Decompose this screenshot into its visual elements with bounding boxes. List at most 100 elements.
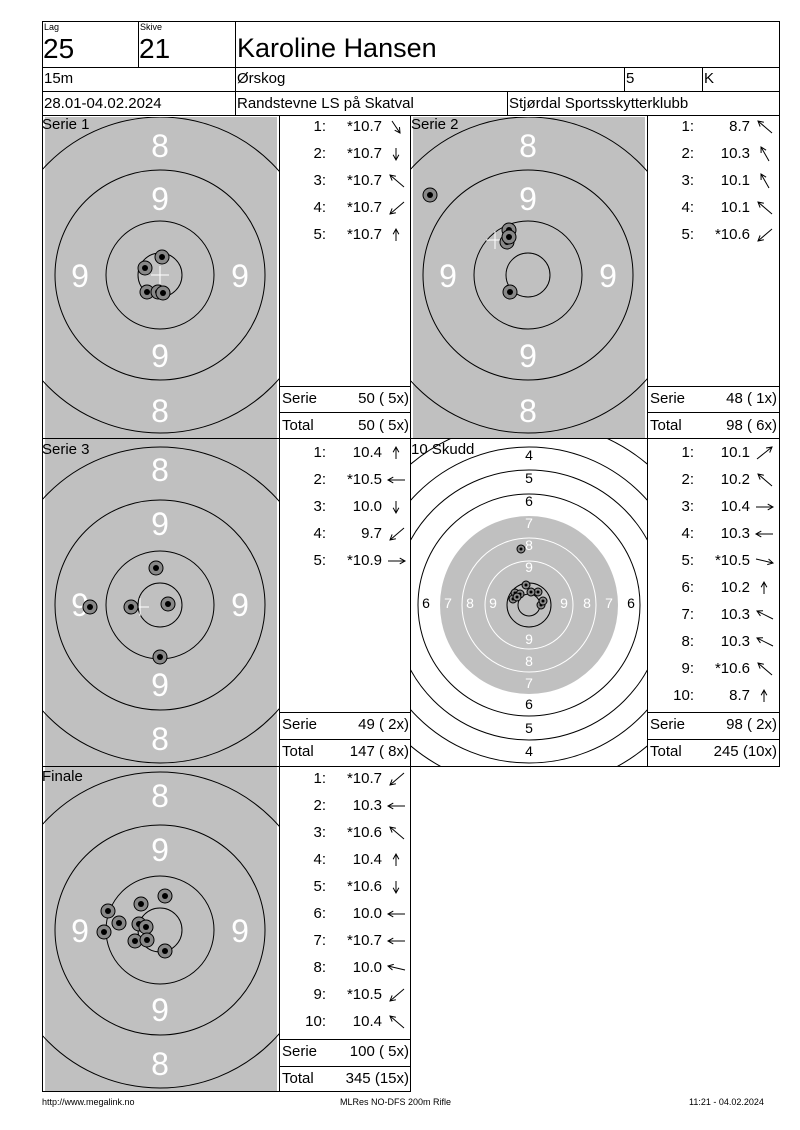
- svg-text:9: 9: [519, 338, 537, 374]
- shot-hole: [155, 285, 171, 301]
- shot-hole: [157, 888, 173, 904]
- shot-score: *10.7: [346, 145, 382, 162]
- shot-row: 1: 10.1: [648, 444, 778, 464]
- grid-col-c: [647, 116, 648, 767]
- direction-arrow-icon: [386, 146, 408, 162]
- shot-score: 10.2: [720, 579, 750, 596]
- direction-arrow-icon: [754, 661, 776, 677]
- shot-row: 3:10.1: [648, 172, 778, 192]
- target-serie-1: 8 9 9 9 9 8: [43, 117, 279, 438]
- svg-text:9: 9: [151, 992, 169, 1028]
- shot-hole: [137, 260, 153, 276]
- shot-number: 1:: [313, 444, 326, 461]
- svg-text:8: 8: [466, 595, 474, 611]
- sum-line-s3a: [279, 712, 411, 713]
- sum-line-s3b: [279, 739, 411, 740]
- shot-hole: [521, 580, 531, 590]
- shot-number: 3:: [313, 172, 326, 189]
- shot-score: *10.6: [714, 660, 750, 677]
- grid-left-edge: [42, 116, 43, 1092]
- sum-line-s4a: [647, 712, 780, 713]
- shot-row: 5:*10.7: [280, 226, 410, 246]
- shot-row: 5:*10.9: [280, 552, 410, 572]
- direction-arrow-icon: [754, 200, 776, 216]
- shot-row: 2: *10.7: [280, 145, 410, 165]
- shot-number: 3:: [681, 498, 694, 515]
- shot-row: 5:*10.6: [648, 226, 778, 246]
- shot-number: 8:: [313, 959, 326, 976]
- footer-software: MLRes NO-DFS 200m Rifle: [340, 1097, 452, 1107]
- svg-text:4: 4: [525, 743, 533, 759]
- svg-text:9: 9: [489, 595, 497, 611]
- direction-arrow-icon: [386, 173, 408, 189]
- shot-row: 4:10.3: [648, 525, 778, 545]
- shot-number: 3:: [681, 172, 694, 189]
- shot-hole: [82, 599, 98, 615]
- shot-hole: [100, 903, 116, 919]
- shot-number: 5:: [313, 878, 326, 895]
- shot-row: 6:10.2: [648, 579, 778, 599]
- shot-hole: [512, 592, 522, 602]
- panel-title-serie-2: Serie 2: [411, 116, 459, 133]
- shot-number: 1:: [681, 444, 694, 461]
- svg-text:5: 5: [525, 720, 533, 736]
- shot-score: *10.5: [714, 552, 750, 569]
- direction-arrow-icon: [754, 146, 776, 162]
- svg-text:8: 8: [519, 393, 537, 429]
- direction-arrow-icon: [754, 445, 776, 461]
- shot-number: 5:: [313, 226, 326, 243]
- serie-score: 49 ( 2x): [358, 716, 409, 733]
- shot-row: 4:*10.7: [280, 199, 410, 219]
- direction-arrow-icon: [754, 227, 776, 243]
- svg-text:8: 8: [151, 452, 169, 488]
- shot-row: 9:*10.5: [280, 986, 410, 1006]
- svg-text:6: 6: [422, 595, 430, 611]
- shot-score: 8.7: [729, 687, 750, 704]
- serie-score: 48 ( 1x): [726, 390, 777, 407]
- svg-text:9: 9: [439, 258, 457, 294]
- serie-label: Serie: [650, 390, 686, 407]
- total-score: 245 (10x): [713, 743, 777, 760]
- svg-text:5: 5: [525, 470, 533, 486]
- shot-row: 3:10.4: [648, 498, 778, 518]
- svg-text:9: 9: [519, 181, 537, 217]
- shot-score: *10.9: [346, 552, 382, 569]
- shot-number: 2:: [313, 145, 326, 162]
- sum-line-s1b: [279, 412, 411, 413]
- shot-number: 1:: [681, 118, 694, 135]
- direction-arrow-icon: [754, 688, 776, 704]
- direction-arrow-icon: [754, 580, 776, 596]
- direction-arrow-icon: [386, 1014, 408, 1030]
- lag-label: Lag: [44, 22, 60, 32]
- shot-number: 6:: [313, 905, 326, 922]
- shooter-name: Karoline Hansen: [237, 33, 437, 63]
- serie-label: Serie: [282, 1043, 318, 1060]
- shot-row: 9:*10.6: [648, 660, 778, 680]
- shot-score: 10.0: [352, 498, 382, 515]
- shot-number: 7:: [681, 606, 694, 623]
- class-letter: K: [704, 70, 715, 87]
- shot-number: 3:: [313, 498, 326, 515]
- skive-value: 21: [139, 33, 171, 64]
- shot-number: 4:: [681, 525, 694, 542]
- direction-arrow-icon: [754, 526, 776, 542]
- svg-text:8: 8: [151, 721, 169, 757]
- footer-timestamp: 11:21 - 04.02.2024: [689, 1097, 764, 1107]
- ring-num: 8: [151, 393, 169, 429]
- shot-row: 2:10.3: [648, 145, 778, 165]
- shot-hole: [123, 599, 139, 615]
- serie-score: 50 ( 5x): [358, 390, 409, 407]
- total-label: Total: [282, 1070, 314, 1087]
- panel-title-10-skudd: 10 Skudd: [411, 441, 475, 458]
- panel-title-serie-3: Serie 3: [42, 441, 90, 458]
- sum-line-s4b: [647, 739, 780, 740]
- shot-hole: [133, 896, 149, 912]
- header-divider-1: [42, 67, 780, 68]
- shot-score: 10.1: [720, 444, 750, 461]
- direction-arrow-icon: [386, 227, 408, 243]
- total-score: 50 ( 5x): [358, 417, 409, 434]
- panel-title-finale: Finale: [42, 768, 83, 785]
- shot-hole: [160, 596, 176, 612]
